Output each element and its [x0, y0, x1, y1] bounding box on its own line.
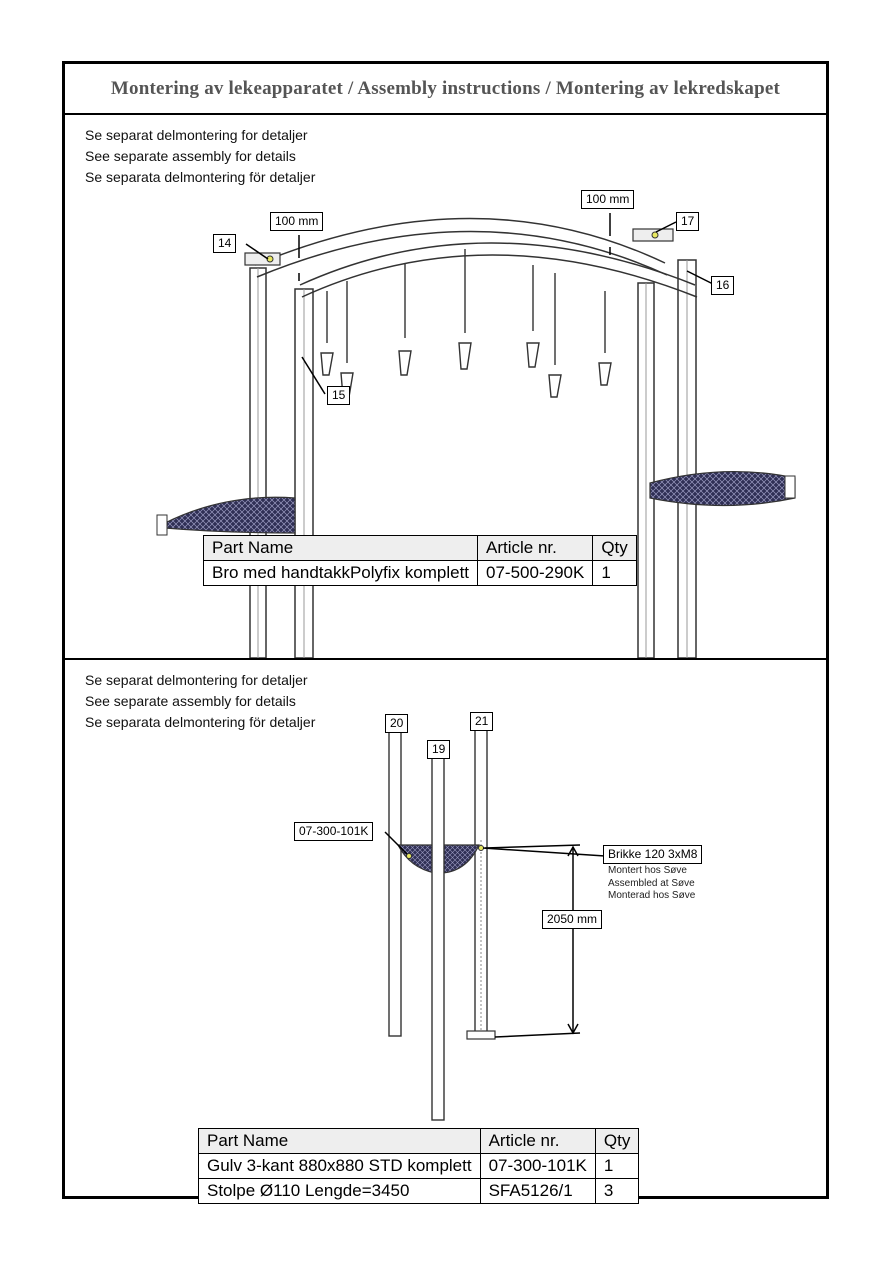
cell-qty: 3: [594, 1178, 640, 1204]
right-post-back: [637, 282, 655, 658]
callout-16: 16: [711, 276, 735, 295]
page-frame: Montering av lekeapparatet / Assembly in…: [62, 61, 829, 1204]
dimension-label-height: 2050 mm: [542, 910, 603, 929]
height-dimension: [484, 844, 581, 1038]
washer-note-line: Monterad hos Søve: [608, 890, 696, 901]
left-post-back: [249, 267, 267, 658]
table-row: Bro med handtakkPolyfix komplett 07-500-…: [202, 560, 637, 586]
washer-note: Montert hos Søve Assembled at Søve Monte…: [608, 865, 695, 903]
right-post-front: [677, 259, 697, 658]
callout-21: 21: [470, 712, 494, 731]
washer-note-line: Montert hos Søve: [608, 865, 687, 876]
table-row: Gulv 3-kant 880x880 STD komplett 07-300-…: [198, 1153, 640, 1179]
column-part-name: Part Name: [198, 1128, 481, 1154]
cell-part-name: Gulv 3-kant 880x880 STD komplett: [198, 1153, 481, 1179]
note-line: Se separata delmontering för detaljer: [85, 714, 316, 730]
callout-washer: Brikke 120 3xM8: [603, 845, 703, 864]
panel-floor-assembly: Se separat delmontering for detaljer See…: [65, 660, 826, 1204]
cell-article-nr: 07-500-290K: [477, 560, 594, 586]
top-bracket-right: [632, 228, 674, 242]
column-part-name: Part Name: [202, 535, 479, 561]
page-header: Montering av lekeapparatet / Assembly in…: [65, 64, 826, 115]
cell-article-nr: SFA5126/1: [479, 1178, 596, 1204]
callout-14: 14: [213, 234, 237, 253]
hanging-handles: [320, 249, 612, 398]
detail-notes: Se separat delmontering for detaljer See…: [85, 670, 315, 733]
note-line: Se separata delmontering för detaljer: [85, 169, 316, 185]
page-title: Montering av lekeapparatet / Assembly in…: [110, 77, 781, 99]
washer-marker: [478, 845, 484, 851]
post-20: [388, 729, 402, 1037]
column-article-nr: Article nr.: [479, 1128, 596, 1154]
column-qty: Qty: [594, 1128, 640, 1154]
post-21: [474, 729, 488, 1037]
bridge-arch: [254, 217, 698, 298]
base-plate: [466, 1030, 496, 1040]
floor-drawing: [384, 729, 606, 1121]
floor-marker: [406, 853, 412, 859]
callout-19: 19: [427, 740, 451, 759]
note-line: See separate assembly for details: [85, 148, 296, 164]
column-qty: Qty: [592, 535, 637, 561]
cell-qty: 1: [592, 560, 637, 586]
washer-note-line: Assembled at Søve: [608, 877, 695, 889]
cell-part-name: Stolpe Ø110 Lengde=3450: [198, 1178, 481, 1204]
platform-left: [156, 496, 296, 536]
cell-part-name: Bro med handtakkPolyfix komplett: [202, 560, 479, 586]
detail-notes: Se separat delmontering for detaljer See…: [85, 125, 315, 188]
note-line: See separate assembly for details: [85, 693, 296, 709]
callout-17: 17: [676, 212, 700, 231]
parts-table-bridge: Part Name Article nr. Qty Bro med handta…: [202, 535, 637, 586]
cell-article-nr: 07-300-101K: [479, 1153, 596, 1179]
callout-leaders: [384, 831, 606, 857]
table-header-row: Part Name Article nr. Qty: [198, 1128, 640, 1154]
left-post-front: [294, 288, 314, 658]
dimension-label-left: 100 mm: [270, 212, 324, 231]
top-bracket-left: [244, 252, 281, 266]
column-article-nr: Article nr.: [477, 535, 594, 561]
callout-leaders: [245, 221, 716, 395]
callout-20: 20: [385, 714, 409, 733]
panel-bridge-assembly: Se separat delmontering for detaljer See…: [65, 113, 826, 660]
callout-floor-article: 07-300-101K: [294, 822, 374, 841]
callout-15: 15: [327, 386, 351, 405]
platform-right: [649, 471, 796, 507]
cell-qty: 1: [594, 1153, 640, 1179]
dimension-label-right: 100 mm: [581, 190, 635, 209]
table-header-row: Part Name Article nr. Qty: [202, 535, 637, 561]
note-line: Se separat delmontering for detaljer: [85, 127, 308, 143]
post-19: [431, 757, 445, 1121]
parts-table-floor: Part Name Article nr. Qty Gulv 3-kant 88…: [198, 1128, 640, 1204]
table-row: Stolpe Ø110 Lengde=3450 SFA5126/1 3: [198, 1178, 640, 1204]
note-line: Se separat delmontering for detaljer: [85, 672, 308, 688]
